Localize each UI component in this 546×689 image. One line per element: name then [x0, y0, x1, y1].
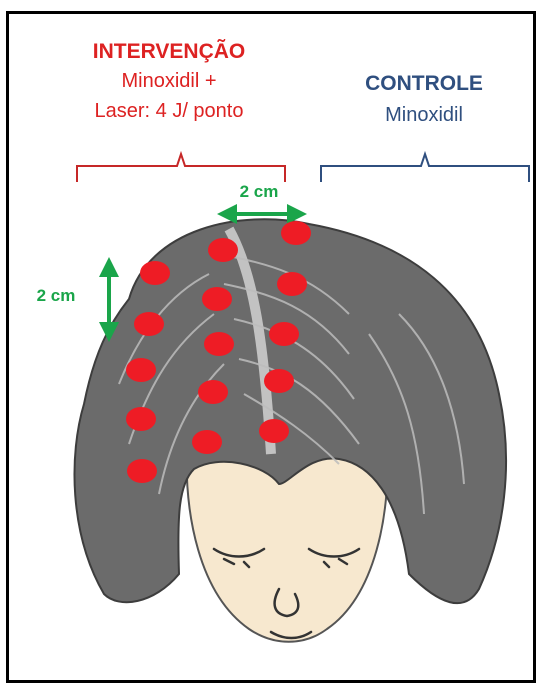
laser-point — [264, 369, 294, 393]
laser-point — [140, 261, 170, 285]
laser-point — [127, 459, 157, 483]
laser-point — [277, 272, 307, 296]
laser-point — [134, 312, 164, 336]
laser-point — [192, 430, 222, 454]
laser-point — [126, 358, 156, 382]
figure-frame: INTERVENÇÃO Minoxidil + Laser: 4 J/ pont… — [6, 11, 536, 683]
laser-point — [204, 332, 234, 356]
overlay-layer — [9, 14, 533, 680]
laser-point — [198, 380, 228, 404]
laser-point — [281, 221, 311, 245]
laser-point — [126, 407, 156, 431]
laser-point — [202, 287, 232, 311]
laser-points — [126, 221, 311, 483]
laser-point — [259, 419, 289, 443]
laser-point — [269, 322, 299, 346]
laser-point — [208, 238, 238, 262]
